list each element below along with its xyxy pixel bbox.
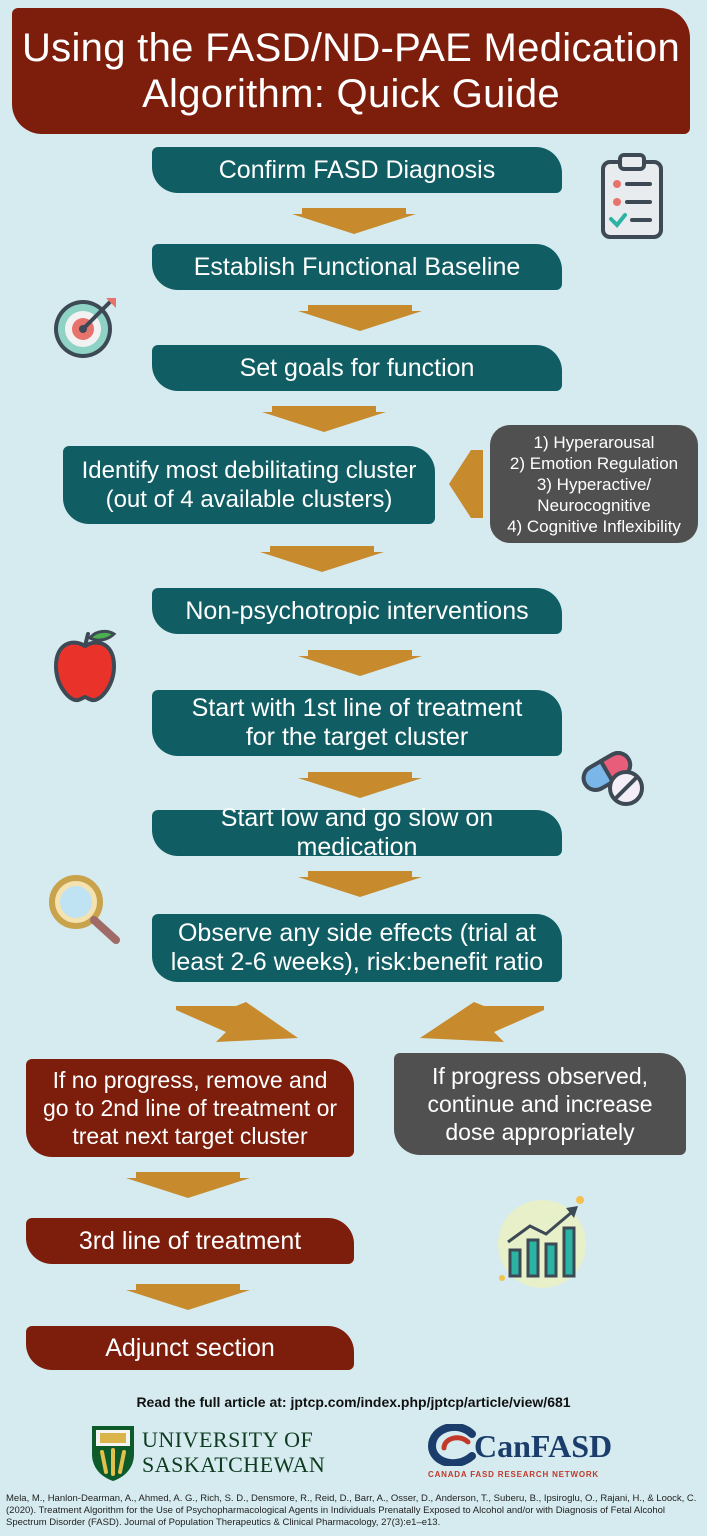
step-label-line: for the target cluster [245, 723, 469, 751]
title-line-2: Algorithm: Quick Guide [142, 72, 560, 116]
page-title: Using the FASD/ND-PAE Medication Algorit… [12, 8, 690, 134]
step-label-line: Identify most debilitating cluster [81, 457, 417, 484]
down-arrow [298, 305, 422, 331]
citation-text: Mela, M., Hanlon-Dearman, A., Ahmed, A. … [6, 1493, 697, 1528]
left-arrow [449, 450, 483, 518]
step-label-line: (out of 4 available clusters) [105, 486, 393, 513]
step-label-line: dose appropriately [445, 1119, 635, 1145]
step-no-progress: If no progress, remove and go to 2nd lin… [26, 1059, 354, 1157]
down-right-branch-arrow [420, 1002, 544, 1042]
growth-chart-icon [498, 1196, 586, 1288]
step-label-line: go to 2nd line of treatment or [42, 1095, 338, 1121]
cluster-item: 4) Cognitive Inflexibility [507, 516, 681, 536]
step-non-psychotropic: Non-psychotropic interventions [152, 588, 562, 634]
step-progress-observed: If progress observed, continue and incre… [394, 1053, 686, 1155]
step-identify-cluster: Identify most debilitating cluster (out … [63, 446, 435, 524]
step-label: Adjunct section [105, 1333, 275, 1362]
magnifier-icon [49, 875, 120, 944]
cluster-item: 1) Hyperarousal [533, 432, 655, 452]
canfasd-swirl-icon [428, 1424, 476, 1466]
down-arrow [260, 546, 384, 572]
canfasd-wordmark: CanFASD [474, 1428, 613, 1464]
target-icon [54, 298, 116, 358]
usask-line-1: UNIVERSITY OF [142, 1427, 314, 1452]
down-left-branch-arrow [176, 1002, 298, 1042]
cluster-item: 2) Emotion Regulation [509, 453, 679, 473]
down-arrow [126, 1172, 250, 1198]
cluster-item: 3) Hyperactive/ [536, 474, 652, 494]
step-set-goals: Set goals for function [152, 345, 562, 391]
down-arrow [298, 650, 422, 676]
step-observe-side-effects: Observe any side effects (trial at least… [152, 914, 562, 982]
step-label: Confirm FASD Diagnosis [218, 155, 496, 184]
down-arrow [262, 406, 386, 432]
down-arrow [126, 1284, 250, 1310]
down-arrow [298, 871, 422, 897]
step-label: Non-psychotropic interventions [185, 596, 529, 625]
step-adjunct-section: Adjunct section [26, 1326, 354, 1370]
clipboard-icon [601, 153, 663, 239]
usask-crest-icon [92, 1426, 134, 1481]
canfasd-subtitle: CANADA FASD RESEARCH NETWORK [428, 1470, 599, 1479]
usask-wordmark: UNIVERSITY OF SASKATCHEWAN [142, 1427, 325, 1477]
step-label-line: If no progress, remove and [52, 1067, 328, 1093]
usask-line-2: SASKATCHEWAN [142, 1452, 326, 1477]
cluster-item: Neurocognitive [537, 495, 651, 515]
apple-icon [53, 629, 117, 703]
step-label: 3rd line of treatment [78, 1226, 302, 1255]
article-link-text: Read the full article at: jptcp.com/inde… [136, 1394, 571, 1410]
step-functional-baseline: Establish Functional Baseline [152, 244, 562, 290]
step-label-line: Observe any side effects (trial at [177, 919, 537, 947]
title-line-1: Using the FASD/ND-PAE Medication [22, 26, 680, 70]
down-arrow [298, 772, 422, 798]
step-label-line: continue and increase [427, 1091, 653, 1117]
step-label: Start low and go slow on medication [220, 804, 494, 861]
step-label: Set goals for function [239, 353, 475, 382]
down-arrow [292, 208, 416, 234]
step-third-line-treatment: 3rd line of treatment [26, 1218, 354, 1264]
step-label: Establish Functional Baseline [193, 252, 521, 281]
cluster-list: 1) Hyperarousal 2) Emotion Regulation 3)… [490, 425, 698, 543]
pills-icon [581, 751, 644, 806]
step-label-line: treat next target cluster [72, 1123, 308, 1149]
step-start-low-go-slow: Start low and go slow on medication [152, 804, 562, 861]
step-first-line-treatment: Start with 1st line of treatment for the… [152, 690, 562, 756]
step-confirm-diagnosis: Confirm FASD Diagnosis [152, 147, 562, 193]
step-label-line: Start with 1st line of treatment [191, 694, 523, 722]
step-label-line: least 2-6 weeks), risk:benefit ratio [170, 948, 544, 976]
step-label-line: If progress observed, [431, 1063, 649, 1089]
